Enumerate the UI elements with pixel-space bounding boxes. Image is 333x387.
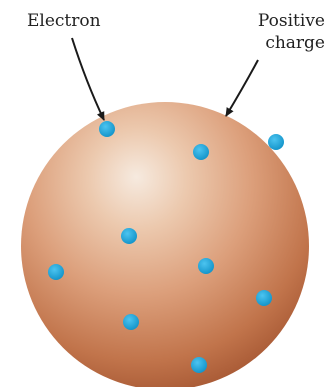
electron-dot — [99, 121, 115, 137]
electron-dot — [191, 357, 207, 373]
positive-charge-sphere — [21, 102, 309, 387]
electron-dot — [256, 290, 272, 306]
positive-charge-label-line2: charge — [258, 32, 325, 54]
positive-charge-label: Positive charge — [258, 10, 325, 54]
positive-charge-label-line1: Positive — [258, 10, 325, 32]
electron-label: Electron — [27, 10, 101, 32]
positive-charge-pointer-arrow — [226, 60, 258, 116]
electron-pointer-arrow — [72, 38, 104, 120]
electron-dot — [121, 228, 137, 244]
electron-dot — [193, 144, 209, 160]
electron-dot — [268, 134, 284, 150]
electron-dot — [198, 258, 214, 274]
electron-dot — [123, 314, 139, 330]
electron-dot — [48, 264, 64, 280]
